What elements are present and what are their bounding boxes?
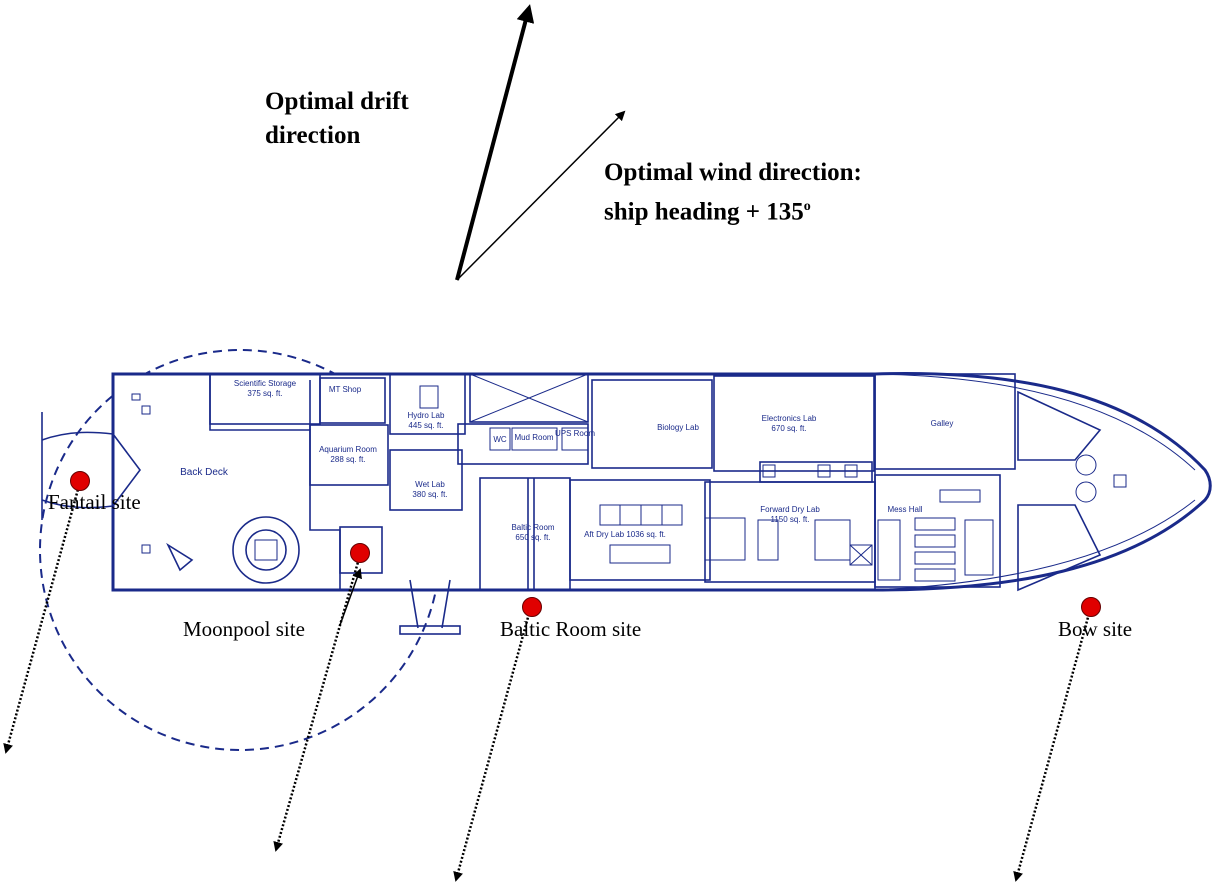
site-markers — [70, 471, 1101, 617]
room-area-electronics-lab: 670 sq. ft. — [771, 424, 806, 433]
room-area-baltic-room: 650 sq. ft. — [515, 533, 550, 542]
baltic-room-site-label: Baltic Room site — [500, 617, 642, 641]
room-label-mud-room: Mud Room — [514, 433, 553, 442]
degree-superscript: o — [803, 199, 811, 214]
fantail-site-marker — [70, 471, 90, 491]
wind-label-line2: ship heading + 135o — [604, 190, 862, 229]
room-label-wet-lab: Wet Lab — [415, 480, 445, 489]
room-labels: Scientific Storage 375 sq. ft. MT Shop H… — [180, 379, 953, 542]
wind-label-line2-text: ship heading + 135 — [604, 198, 804, 226]
baltic-drift-arrow — [453, 609, 532, 882]
moonpool-pointer-arrow — [339, 568, 362, 626]
room-label-wc: WC — [493, 435, 507, 444]
room-label-baltic-room: Baltic Room — [511, 523, 554, 532]
wind-label-line1: Optimal wind direction: — [604, 159, 862, 186]
deck-plan-interior — [131, 373, 1127, 635]
room-label-forward-dry-lab: Forward Dry Lab — [760, 505, 820, 514]
room-label-mt-shop: MT Shop — [329, 385, 362, 394]
room-area-aquarium-room: 288 sq. ft. — [330, 455, 365, 464]
room-label-back-deck: Back Deck — [180, 467, 229, 478]
room-label-hydro-lab: Hydro Lab — [408, 411, 445, 420]
baltic-room-site-marker — [522, 597, 542, 617]
bow-drift-arrow — [1013, 609, 1092, 882]
room-area-scientific-storage: 375 sq. ft. — [247, 389, 282, 398]
room-label-ups-room: UPS Room — [555, 429, 595, 438]
room-label-mess-hall: Mess Hall — [887, 505, 922, 514]
moonpool-site-marker — [350, 543, 370, 563]
room-label-biology-lab: Biology Lab — [657, 423, 699, 432]
ship-hull — [41, 372, 1212, 592]
fantail-drift-arrow — [3, 481, 82, 754]
drift-direction-arrow — [455, 4, 535, 281]
room-area-wet-lab: 380 sq. ft. — [412, 490, 447, 499]
site-drift-arrows — [3, 481, 1092, 882]
wind-direction-label: Optimal wind direction: ship heading + 1… — [604, 156, 862, 229]
room-label-aquarium-room: Aquarium Room — [319, 445, 377, 454]
moonpool-drift-arrow — [273, 554, 362, 852]
drift-label-line1: Optimal drift — [265, 88, 409, 115]
drift-label-line2: direction — [265, 122, 361, 149]
fantail-site-label: Fantail site — [48, 490, 141, 514]
room-label-aft-dry-lab: Aft Dry Lab 1036 sq. ft. — [584, 530, 666, 539]
drift-direction-label: Optimal drift direction — [265, 85, 409, 153]
room-label-electronics-lab: Electronics Lab — [762, 414, 817, 423]
moonpool-site-label: Moonpool site — [183, 617, 305, 641]
room-label-scientific-storage: Scientific Storage — [234, 379, 297, 388]
bow-site-marker — [1081, 597, 1101, 617]
room-label-galley: Galley — [931, 419, 954, 428]
bow-site-label: Bow site — [1058, 617, 1133, 641]
room-area-hydro-lab: 445 sq. ft. — [408, 421, 443, 430]
room-area-forward-dry-lab: 1150 sq. ft. — [771, 515, 810, 524]
wind-direction-arrow — [456, 110, 626, 281]
